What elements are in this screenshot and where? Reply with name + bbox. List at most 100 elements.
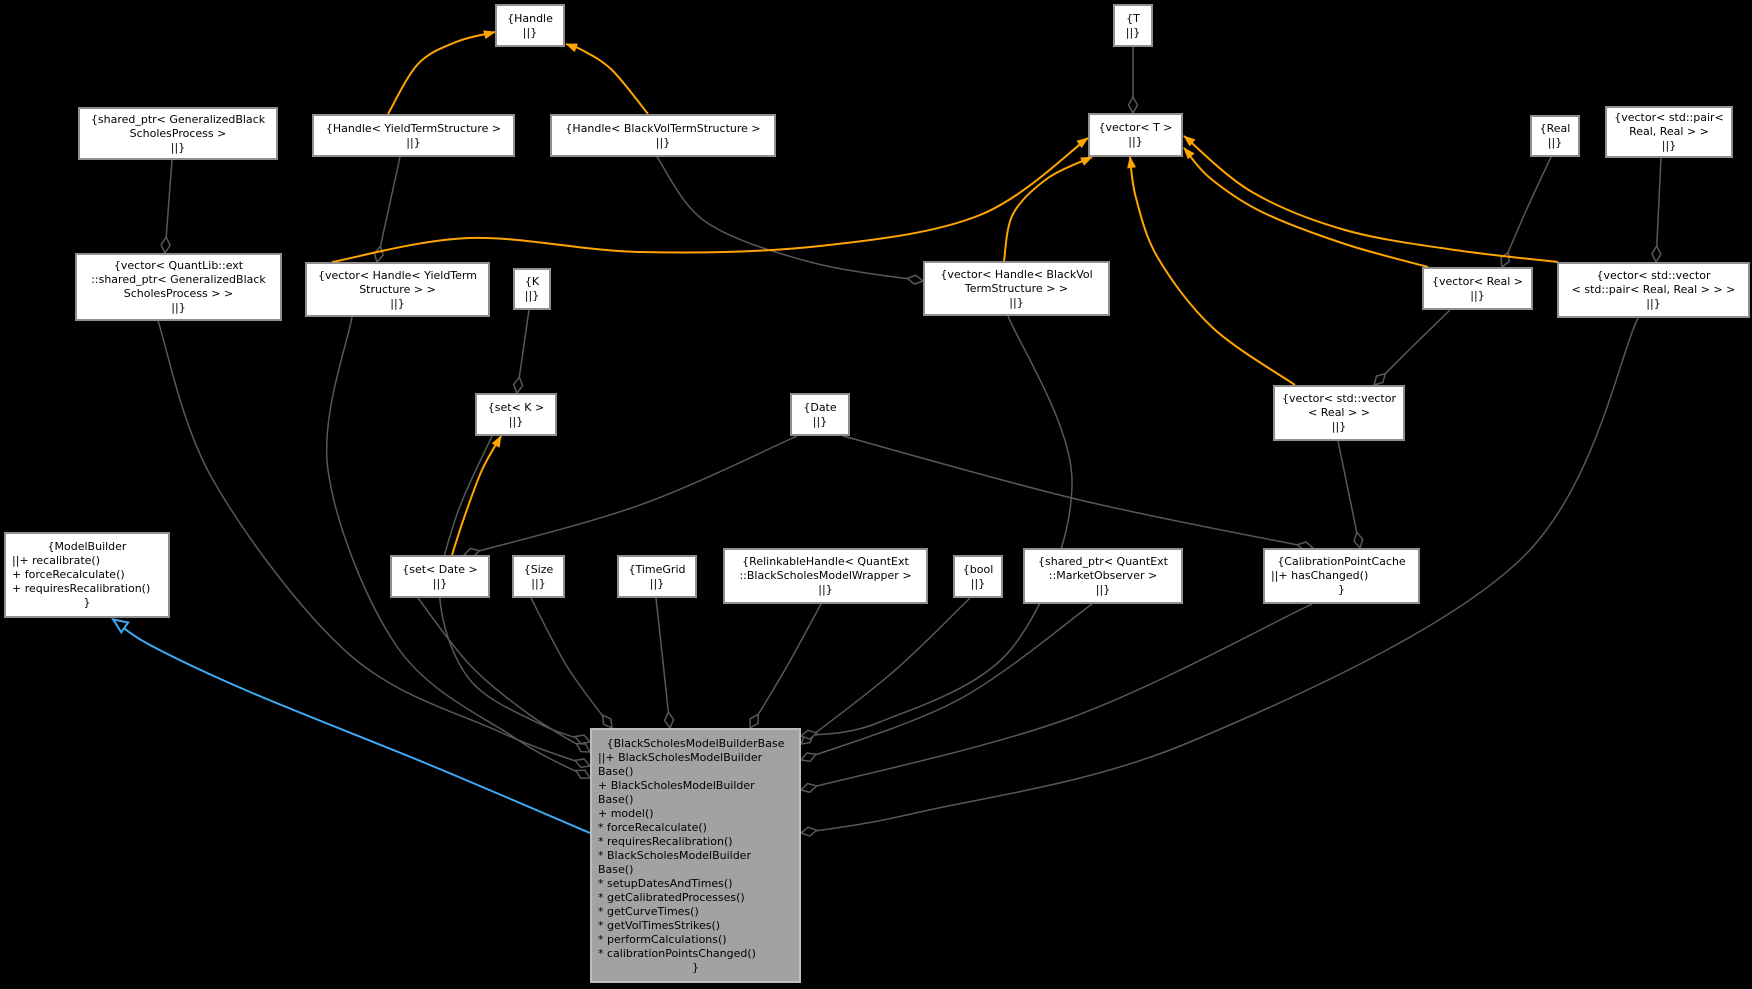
- node-label-line: ||+ recalibrate(): [12, 554, 100, 567]
- edge-aggregation-calibration_point_cache-to-black_scholes_model_builder_base: [800, 603, 1313, 791]
- node-label-line: {vector< Real >: [1431, 274, 1524, 288]
- diamond-marker: [160, 235, 171, 255]
- node-label-line: {Size: [523, 562, 554, 576]
- edge-aggregation-handle_yield_term_structure-to-vector_handle_yield: [376, 156, 401, 263]
- node-label-line: {bool: [962, 562, 994, 576]
- node-label-line: ||}: [1661, 139, 1677, 152]
- node-t[interactable]: {T||}: [1113, 4, 1153, 47]
- node-bool[interactable]: {bool||}: [953, 555, 1003, 598]
- diamond-marker: [573, 758, 592, 769]
- node-label-line: * calibrationPointsChanged(): [598, 946, 756, 960]
- node-label-line: < Real > >: [1308, 406, 1370, 419]
- node-label-line: ||+ BlackScholesModelBuilder: [598, 750, 763, 764]
- edge-template-handle_black_vol_term_structure-to-handle: [565, 43, 649, 115]
- node-label-line: }: [83, 596, 91, 609]
- edge-aggregation-size-to-black_scholes_model_builder_base: [530, 597, 613, 729]
- node-label-line: {vector< std::vector: [1596, 269, 1711, 282]
- edge-template-vector_handle_black_vol-to-vector_t: [1003, 156, 1093, 262]
- node-label-line: TermStructure > >: [964, 281, 1069, 295]
- node-label-line: * getVolTimesStrikes(): [598, 918, 721, 932]
- node-vector_pair_real_real[interactable]: {vector< std::pair<Real, Real > >||}: [1605, 106, 1733, 158]
- node-label-line: ||}: [812, 414, 828, 428]
- node-label-line: * setupDatesAndTimes(): [598, 876, 733, 890]
- node-label-line: ::BlackScholesModelWrapper >: [739, 569, 912, 582]
- node-vector_vector_real[interactable]: {vector< std::vector< Real > >||}: [1273, 385, 1405, 441]
- node-label-line: ||}: [818, 583, 833, 596]
- node-label-line: {ModelBuilder: [47, 540, 127, 553]
- node-label-line: {T: [1126, 11, 1140, 25]
- node-label-line: {Date: [803, 400, 837, 414]
- arrow-marker: [565, 43, 578, 53]
- node-relinkable_handle[interactable]: {RelinkableHandle< QuantExt::BlackSchole…: [723, 548, 928, 604]
- edge-aggregation-vector_handle_yield-to-black_scholes_model_builder_base: [326, 316, 591, 779]
- node-label-line: }: [1338, 583, 1345, 596]
- node-shared_ptr_market_observer[interactable]: {shared_ptr< QuantExt::MarketObserver >|…: [1023, 548, 1183, 604]
- node-handle_yield_term_structure[interactable]: {Handle< YieldTermStructure >||}: [312, 114, 515, 157]
- node-size[interactable]: {Size||}: [512, 555, 565, 598]
- node-label-line: < std::pair< Real, Real > > >: [1571, 283, 1736, 296]
- node-label-line: ||+ hasChanged(): [1271, 569, 1369, 582]
- node-label-line: {BlackScholesModelBuilderBase: [606, 736, 785, 750]
- arrow-marker: [483, 30, 496, 40]
- edge-aggregation-set_k-to-black_scholes_model_builder_base: [438, 435, 591, 743]
- edge-aggregation-vector_vector_pair-to-black_scholes_model_builder_base: [800, 317, 1639, 834]
- diamond-marker: [749, 712, 760, 730]
- diamond-marker: [573, 734, 592, 745]
- arrow-marker: [1080, 156, 1093, 166]
- node-label-line: ||}: [1095, 583, 1111, 596]
- arrow-marker: [491, 435, 502, 448]
- node-time_grid[interactable]: {TimeGrid||}: [617, 555, 697, 598]
- node-label-line: ||}: [171, 301, 186, 314]
- node-handle_black_vol_term_structure[interactable]: {Handle< BlackVolTermStructure >||}: [550, 114, 776, 157]
- arrow-marker: [1076, 137, 1089, 149]
- node-date[interactable]: {Date||}: [790, 393, 850, 436]
- node-handle[interactable]: {Handle||}: [495, 4, 565, 47]
- diamond-marker: [1372, 372, 1387, 387]
- edge-aggregation-real-to-vector_real: [1501, 156, 1552, 268]
- edge-template-set_date-to-set_k: [451, 435, 502, 556]
- edge-aggregation-vector_handle_black_vol-to-black_scholes_model_builder_base: [800, 315, 1073, 737]
- node-label-line: {K: [524, 275, 540, 288]
- edge-template-vector_vector_pair-to-vector_t: [1183, 135, 1559, 263]
- diamond-marker: [1651, 244, 1662, 264]
- node-label-line: ScholesProcess > >: [123, 287, 234, 300]
- diamond-marker: [1127, 95, 1139, 115]
- node-label-line: {vector< Handle< BlackVol: [940, 267, 1093, 281]
- node-black_scholes_model_builder_base[interactable]: {BlackScholesModelBuilderBase||+ BlackSc…: [590, 728, 801, 983]
- node-set_date[interactable]: {set< Date >||}: [390, 555, 490, 598]
- diamond-marker: [575, 742, 592, 753]
- node-set_k[interactable]: {set< K >||}: [475, 393, 557, 436]
- edge-aggregation-shared_ptr_market_observer-to-black_scholes_model_builder_base: [800, 603, 1093, 761]
- node-label-line: {set< Date >: [402, 562, 478, 576]
- node-calibration_point_cache[interactable]: {CalibrationPointCache||+ hasChanged()}: [1263, 548, 1420, 604]
- node-vector_real[interactable]: {vector< Real >||}: [1422, 267, 1533, 310]
- node-model_builder[interactable]: {ModelBuilder||+ recalibrate()+ forceRec…: [4, 532, 170, 618]
- diamond-marker: [574, 769, 592, 779]
- node-label-line: ||}: [1470, 288, 1485, 302]
- node-label-line: {shared_ptr< QuantExt: [1038, 555, 1168, 568]
- open-arrow-marker: [111, 617, 130, 635]
- node-label-line: ::shared_ptr< GeneralizedBlack: [91, 273, 266, 286]
- arrow-marker: [1183, 135, 1196, 147]
- node-label-line: ||}: [522, 25, 538, 39]
- node-vector_vector_pair[interactable]: {vector< std::vector< std::pair< Real, R…: [1557, 262, 1750, 318]
- node-label-line: {vector< T >: [1098, 121, 1173, 134]
- node-label-line: + forceRecalculate(): [12, 568, 125, 581]
- edge-aggregation-handle_black_vol_term_structure-to-vector_handle_black_vol: [656, 156, 924, 282]
- node-label-line: ||}: [406, 135, 421, 149]
- node-label-line: * getCurveTimes(): [598, 904, 699, 918]
- node-real[interactable]: {Real||}: [1530, 115, 1580, 157]
- node-label-line: ||}: [531, 576, 546, 590]
- node-vector_quantlib_ext_shared_ptr[interactable]: {vector< QuantLib::ext::shared_ptr< Gene…: [75, 253, 282, 321]
- node-label-line: + requiresRecalibration(): [12, 582, 151, 595]
- edge-aggregation-date-to-calibration_point_cache: [842, 435, 1314, 549]
- arrow-marker: [1183, 147, 1195, 160]
- node-vector_t[interactable]: {vector< T >||}: [1088, 113, 1183, 157]
- edge-template-vector_vector_real-to-vector_t: [1129, 156, 1296, 386]
- node-k[interactable]: {K||}: [513, 268, 551, 310]
- diamond-marker: [799, 729, 819, 740]
